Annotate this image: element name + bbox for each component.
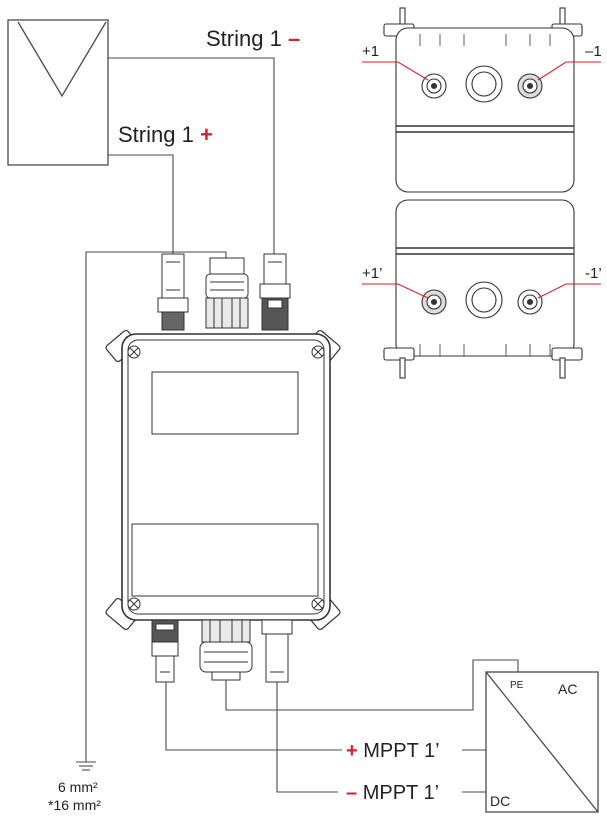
label-window-top: [151, 371, 299, 435]
connector-label-minus-1: –1: [585, 43, 602, 60]
ground-wire: [85, 251, 227, 762]
combiner-box: [105, 329, 341, 631]
mc4-connector-input-plus: [157, 253, 189, 331]
junction-box-view-lower: [383, 199, 583, 379]
inverter: [485, 671, 599, 813]
bottom-connectors: [151, 619, 293, 683]
connector-leaders: [362, 61, 601, 299]
string-minus-label: String 1 –: [206, 26, 300, 51]
pv-module: [7, 19, 109, 166]
string-plus-label: String 1 +: [118, 122, 213, 147]
mppt-plus-label: + MPPT 1’: [346, 740, 440, 762]
minus-sign: –: [288, 26, 300, 51]
mppt-plus-wire: [165, 682, 342, 751]
connector-label-plus-1-prime: +1’: [362, 265, 382, 282]
mc4-connector-output-plus: [151, 619, 179, 683]
string-minus-wire: [108, 57, 275, 254]
center-gland: [465, 65, 503, 103]
cable-gland-top: [205, 257, 249, 329]
label-window-bottom: [131, 523, 319, 597]
mppt-minus-wire: [276, 682, 338, 793]
mc4-connector-input-minus: [259, 253, 291, 331]
ground-size-label: 6 mm²: [58, 779, 98, 795]
lower-wires: [165, 659, 519, 793]
plus-sign: +: [200, 122, 213, 147]
pe-wire: [225, 659, 519, 711]
connector-plus-1: [421, 73, 447, 99]
connector-minus-1-prime: [517, 289, 543, 315]
inverter-ac-label: AC: [558, 681, 577, 697]
junction-box-view-upper: [383, 7, 583, 193]
connector-label-plus-1: +1: [362, 43, 379, 60]
connector-label-minus-1-prime: -1’: [585, 265, 602, 282]
screw-icon: [127, 345, 325, 611]
inverter-dc-label: DC: [490, 793, 510, 809]
upper-wires: [85, 57, 275, 762]
string-plus-wire: [108, 154, 174, 254]
cable-gland-bottom: [199, 619, 253, 681]
inverter-pe-label: PE: [510, 680, 524, 691]
connector-minus-1: [517, 73, 543, 99]
connector-plus-1-prime: [421, 289, 447, 315]
text-labels: String 1 – String 1 + +1 –1 +1’ -1’ + MP…: [48, 26, 602, 813]
ground-icon: [76, 761, 96, 771]
center-gland-lower: [465, 281, 503, 319]
top-connectors: [157, 253, 291, 331]
ground-size-alt-label: *16 mm²: [48, 797, 101, 813]
mc4-connector-output-minus: [261, 619, 293, 683]
mppt-minus-label: – MPPT 1’: [346, 782, 439, 804]
